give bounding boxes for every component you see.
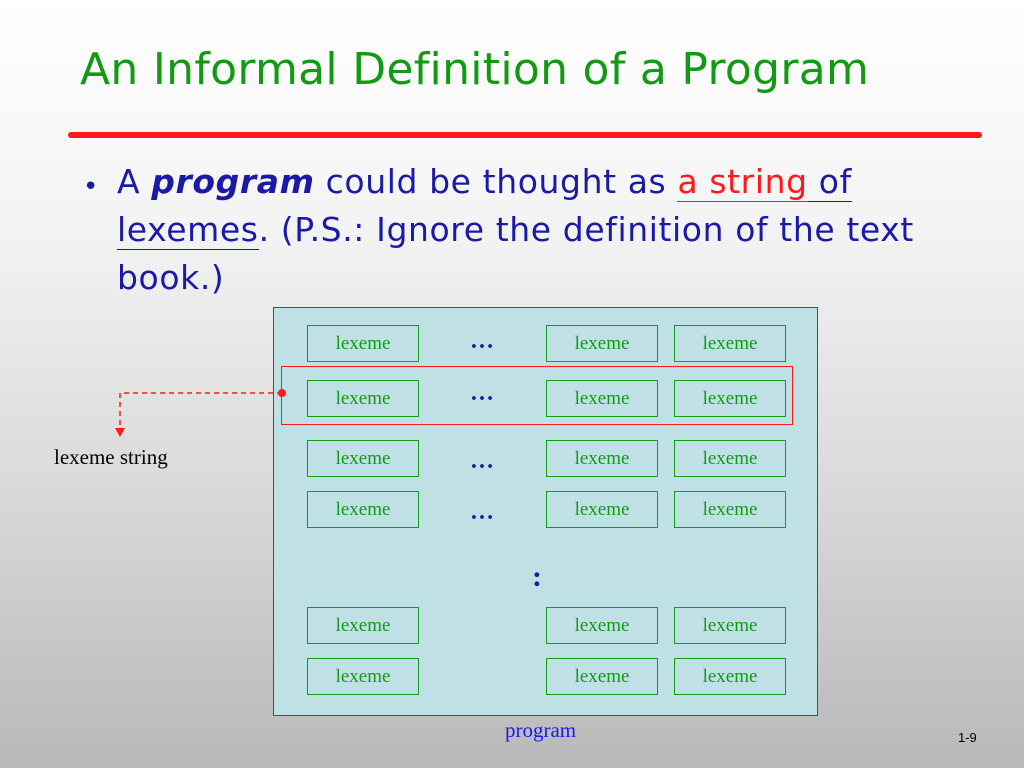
underlined-lexemes: lexemes [117,210,259,250]
title-rule [68,132,982,138]
slide-title: An Informal Definition of a Program [80,44,870,95]
connector-dashed-line [119,392,282,430]
lexeme-box: lexeme [307,658,419,695]
lexeme-box: lexeme [307,325,419,362]
bullet-part-of: of [807,162,852,202]
lexeme-box: lexeme [546,491,658,528]
connector-arrowhead [115,428,125,437]
lexeme-box: lexeme [674,658,786,695]
lexeme-box: lexeme [307,607,419,644]
lexeme-box: lexeme [546,658,658,695]
lexeme-box: lexeme [307,380,419,417]
horizontal-ellipsis: … [470,380,494,406]
horizontal-ellipsis: … [470,328,494,354]
emphasis-a-string: a string [677,162,808,202]
lexeme-box: lexeme [546,380,658,417]
lexeme-box: lexeme [674,607,786,644]
lexeme-box: lexeme [307,491,419,528]
lexeme-box: lexeme [674,440,786,477]
vertical-ellipsis: : [532,560,542,593]
lexeme-box: lexeme [674,380,786,417]
lexeme-box: lexeme [307,440,419,477]
horizontal-ellipsis: … [470,499,494,525]
lexeme-box: lexeme [674,491,786,528]
lexeme-box: lexeme [546,607,658,644]
bullet-text: A program could be thought as a string o… [117,158,947,302]
page-number: 1-9 [958,730,977,745]
lexeme-box: lexeme [546,325,658,362]
bullet-part-a: A [117,162,152,201]
bullet-part-thought: could be thought as [314,162,678,201]
lexeme-box: lexeme [674,325,786,362]
bullet-part-ps: . (P.S.: Ignore the definition of the te… [117,210,914,297]
lexeme-box: lexeme [546,440,658,477]
bullet-marker: • [83,172,99,202]
keyword-program: program [151,162,315,201]
program-label: program [505,718,577,742]
lexeme-string-label: lexeme string [54,445,168,469]
horizontal-ellipsis: … [470,448,494,474]
